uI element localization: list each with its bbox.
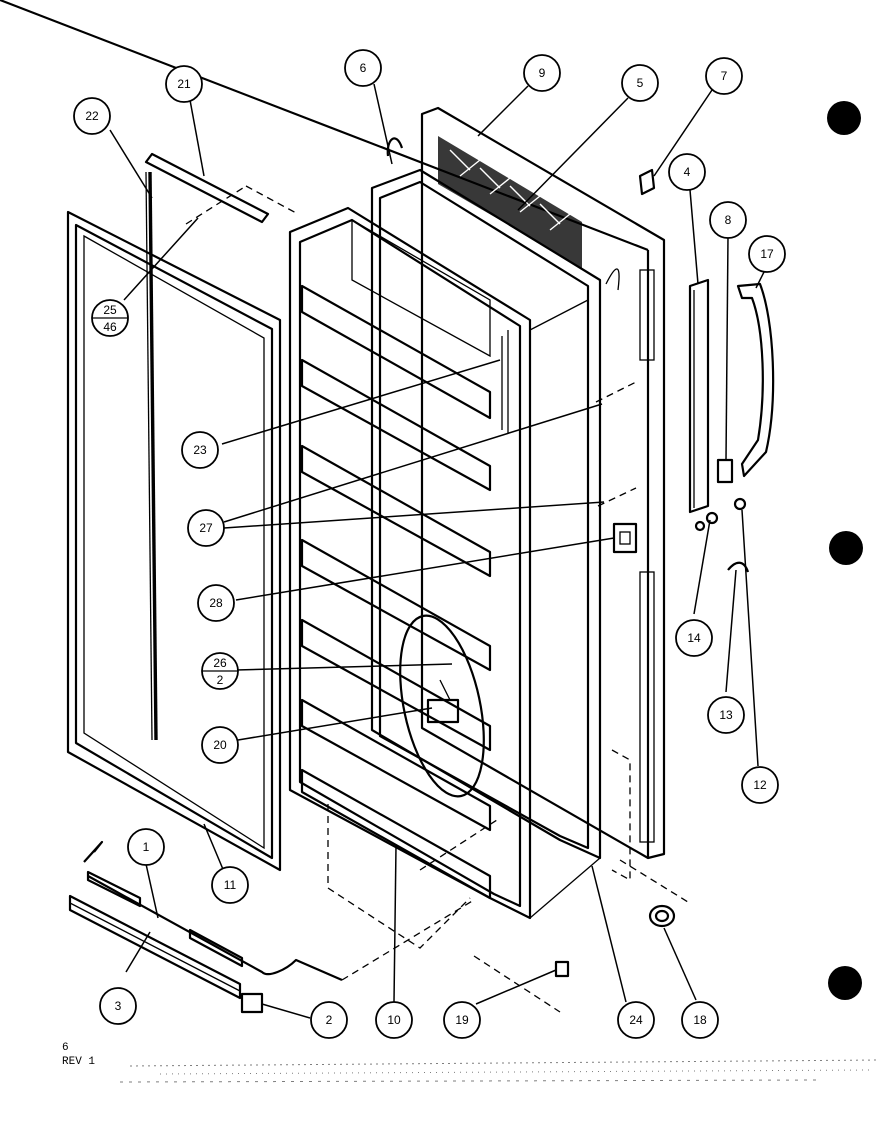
callout-11: 11 [211, 866, 249, 904]
svg-text:6: 6 [360, 61, 367, 75]
coil-part [648, 904, 676, 928]
callout-4: 4 [668, 153, 706, 191]
callout-3: 3 [99, 987, 137, 1025]
door-gasket-part [66, 210, 282, 872]
callout-17: 17 [748, 235, 786, 273]
callout-14: 14 [675, 619, 713, 657]
handle-trim-part [688, 278, 710, 514]
terminal-part [554, 960, 570, 978]
svg-text:8: 8 [725, 213, 732, 227]
callout-23: 23 [181, 431, 219, 469]
svg-text:18: 18 [693, 1013, 707, 1027]
svg-text:46: 46 [103, 320, 117, 334]
wire-hook-part [386, 137, 404, 157]
callout-1: 1 [127, 828, 165, 866]
binder-hole-bottom [828, 966, 862, 1000]
svg-text:17: 17 [760, 247, 774, 261]
top-strip-part [144, 152, 270, 224]
callout-28: 28 [197, 584, 235, 622]
connector-part [240, 992, 264, 1014]
svg-text:22: 22 [85, 109, 99, 123]
svg-text:11: 11 [224, 878, 237, 892]
callout-20: 20 [201, 726, 239, 764]
callout-9: 9 [523, 54, 561, 92]
svg-text:19: 19 [455, 1013, 469, 1027]
bottom-trim-part [68, 894, 242, 1000]
svg-text:5: 5 [637, 76, 644, 90]
door-wire [605, 268, 620, 291]
svg-text:21: 21 [177, 77, 191, 91]
door-handle-part [736, 282, 775, 478]
handle-hardware [694, 497, 750, 573]
leader-lines [109, 83, 767, 1019]
callout-2: 2 [310, 1001, 348, 1039]
breaker-strip-part [145, 171, 158, 741]
callout-27: 27 [187, 509, 225, 547]
footer-code: 6 [62, 1042, 69, 1054]
callout-7: 7 [705, 57, 743, 95]
svg-text:27: 27 [199, 521, 213, 535]
door-switch-part [612, 522, 638, 554]
hinge-clip-part [638, 168, 656, 196]
svg-text:1: 1 [143, 840, 150, 854]
svg-text:10: 10 [387, 1013, 401, 1027]
svg-text:2: 2 [217, 673, 224, 687]
svg-text:9: 9 [539, 66, 546, 80]
insulation-part [438, 136, 582, 268]
svg-text:12: 12 [753, 778, 767, 792]
svg-text:14: 14 [687, 631, 701, 645]
callout-22: 22 [73, 97, 111, 135]
svg-text:25: 25 [103, 303, 117, 317]
outer-door-panel-part [370, 168, 689, 919]
svg-text:20: 20 [213, 738, 227, 752]
svg-text:24: 24 [629, 1013, 643, 1027]
svg-text:4: 4 [684, 165, 691, 179]
callout-8: 8 [709, 201, 747, 239]
svg-text:13: 13 [719, 708, 733, 722]
callout-24: 24 [617, 1001, 655, 1039]
svg-text:7: 7 [721, 69, 728, 83]
inner-door-liner-part [288, 206, 532, 920]
scan-noise [119, 1059, 881, 1083]
callout-6: 6 [344, 49, 382, 87]
callout-26-2: 26 2 [201, 652, 239, 690]
callout-18: 18 [681, 1001, 719, 1039]
callout-13: 13 [707, 696, 745, 734]
footer-revision: REV 1 [62, 1056, 95, 1068]
binder-hole-top [827, 101, 861, 135]
binder-hole-middle [829, 531, 863, 565]
svg-text:26: 26 [213, 656, 227, 670]
label-part [716, 458, 734, 484]
svg-text:2: 2 [326, 1013, 333, 1027]
callout-19: 19 [443, 1001, 481, 1039]
svg-text:23: 23 [193, 443, 207, 457]
callout-21: 21 [165, 65, 203, 103]
callout-25-46: 25 46 [91, 299, 129, 337]
callout-10: 10 [375, 1001, 413, 1039]
svg-text:28: 28 [209, 596, 223, 610]
callout-5: 5 [621, 64, 659, 102]
svg-text:3: 3 [115, 999, 122, 1013]
heater-wire-part [83, 840, 343, 982]
callout-12: 12 [741, 766, 779, 804]
